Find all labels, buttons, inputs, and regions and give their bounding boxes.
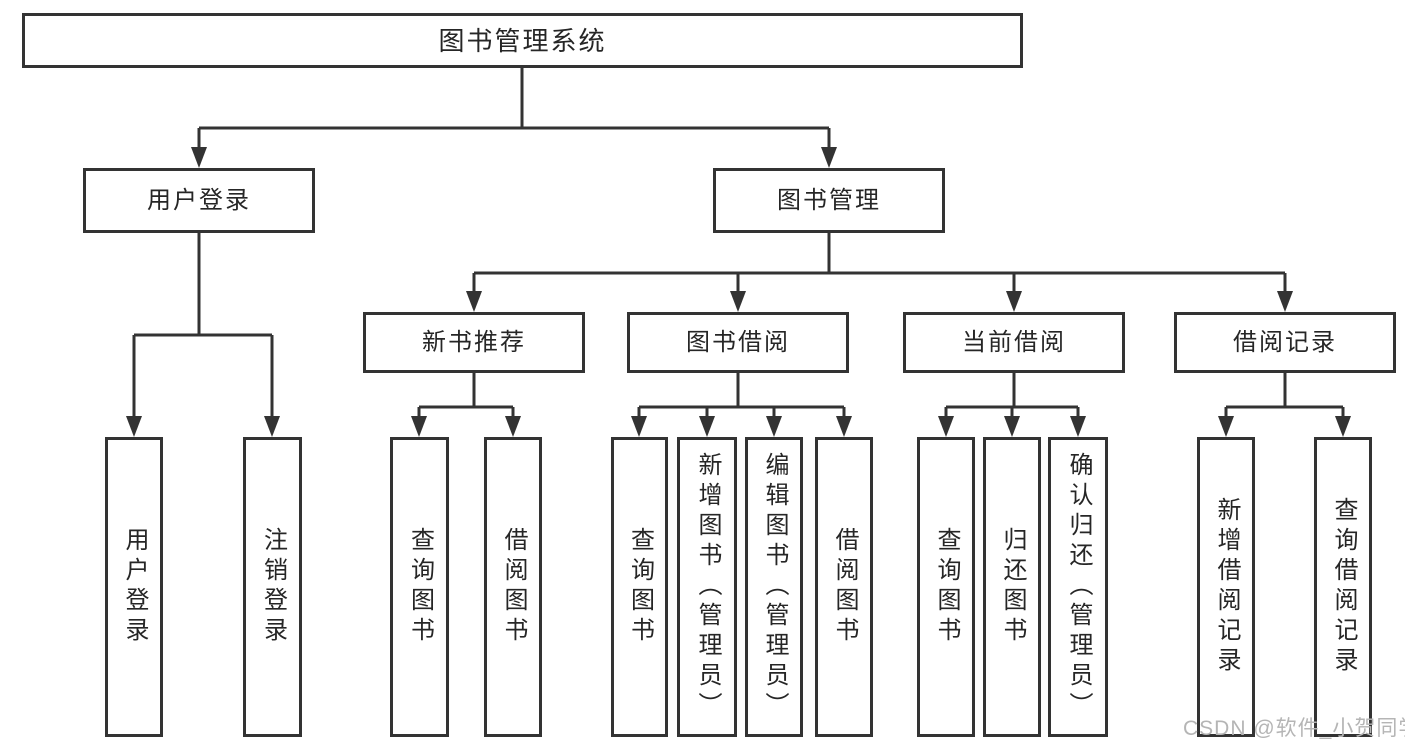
node-label: 新增借阅记录: [1213, 497, 1240, 677]
leaf-add-borrow-record: 新增借阅记录: [1197, 437, 1255, 737]
node-label: 确认归还（管理员）: [1065, 452, 1092, 722]
node-label: 图书借阅: [686, 328, 790, 356]
node-label: 当前借阅: [962, 328, 1066, 356]
node-label: 新增图书（管理员）: [694, 452, 721, 722]
leaf-return-books: 归还图书: [983, 437, 1041, 737]
arrowheads: [126, 147, 1351, 437]
node-current-borrow: 当前借阅: [903, 312, 1125, 373]
leaf-query-borrow-record: 查询借阅记录: [1314, 437, 1372, 737]
node-label: 查询借阅记录: [1330, 497, 1357, 677]
node-label: 查询图书: [626, 527, 654, 647]
node-book-borrow: 图书借阅: [627, 312, 849, 373]
csdn-watermark: CSDN @软件_小贺同学: [1183, 717, 1405, 740]
node-label: 注销登录: [259, 527, 287, 647]
node-book-management: 图书管理: [713, 168, 945, 233]
node-label: 借阅图书: [831, 527, 858, 647]
leaf-borrow-books-recommend: 借阅图书: [484, 437, 542, 737]
node-label: 用户登录: [147, 186, 251, 214]
node-library-management-system: 图书管理系统: [22, 13, 1023, 68]
node-label: 图书管理: [777, 186, 881, 214]
leaf-confirm-return-admin: 确认归还（管理员）: [1048, 437, 1108, 737]
leaf-logout-login: 注销登录: [243, 437, 302, 737]
leaf-user-login: 用户登录: [105, 437, 163, 737]
node-new-book-recommend: 新书推荐: [363, 312, 585, 373]
node-label: 借阅记录: [1233, 328, 1337, 356]
leaf-borrow-books: 借阅图书: [815, 437, 873, 737]
node-label: 图书管理系统: [438, 25, 607, 56]
node-label: 查询图书: [933, 527, 960, 647]
leaf-query-books-recommend: 查询图书: [390, 437, 449, 737]
leaf-query-books-borrow: 查询图书: [611, 437, 668, 737]
leaf-edit-books-admin: 编辑图书（管理员）: [745, 437, 803, 737]
node-user-login-branch: 用户登录: [83, 168, 315, 233]
leaf-query-books-current: 查询图书: [917, 437, 975, 737]
node-borrow-records: 借阅记录: [1174, 312, 1396, 373]
leaf-add-books-admin: 新增图书（管理员）: [677, 437, 737, 737]
node-label: 归还图书: [999, 527, 1026, 647]
node-label: 借阅图书: [500, 527, 527, 647]
node-label: 编辑图书（管理员）: [761, 452, 788, 722]
node-label: 新书推荐: [422, 328, 526, 356]
node-label: 查询图书: [406, 527, 434, 647]
node-label: 用户登录: [121, 527, 148, 647]
